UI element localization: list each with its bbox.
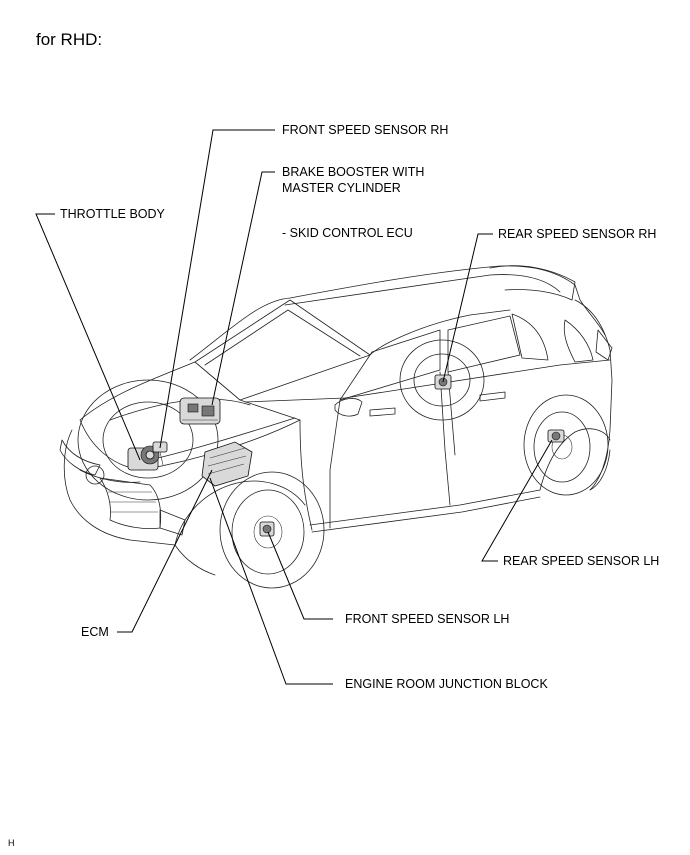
rear-left-wheel — [523, 394, 609, 496]
brake-booster-part — [179, 397, 221, 425]
leader-front-speed-sensor-rh — [159, 129, 275, 449]
corner-mark: H — [8, 838, 15, 848]
engine-room-junction-block-part — [201, 441, 253, 487]
rear-speed-sensor-lh-part — [547, 429, 565, 443]
rear-right-wheel-ghost — [399, 339, 485, 421]
front-right-wheel-ghost — [77, 379, 219, 501]
leader-brake-booster — [211, 171, 275, 406]
label-throttle-body: THROTTLE BODY — [60, 207, 165, 221]
leader-ecm — [117, 469, 213, 633]
label-brake-booster-line1: BRAKE BOOSTER WITH — [282, 165, 425, 179]
leader-front-speed-sensor-lh — [267, 531, 333, 620]
label-ecm: ECM — [81, 625, 109, 639]
front-speed-sensor-lh-part — [259, 521, 275, 537]
label-front-speed-sensor-lh: FRONT SPEED SENSOR LH — [345, 612, 510, 626]
leader-rear-speed-sensor-rh — [442, 233, 493, 383]
label-front-speed-sensor-rh: FRONT SPEED SENSOR RH — [282, 123, 449, 137]
label-engine-room-junction-block: ENGINE ROOM JUNCTION BLOCK — [345, 677, 548, 691]
leader-rear-speed-sensor-lh — [481, 439, 553, 562]
car-outline — [59, 265, 613, 576]
label-rear-speed-sensor-rh: REAR SPEED SENSOR RH — [498, 227, 657, 241]
label-rear-speed-sensor-lh: REAR SPEED SENSOR LH — [503, 554, 660, 568]
page-heading: for RHD: — [36, 30, 103, 49]
leader-engine-room-junction-block — [209, 477, 333, 685]
label-skid-control-ecu: - SKID CONTROL ECU — [282, 226, 413, 240]
label-brake-booster-line2: MASTER CYLINDER — [282, 181, 401, 195]
front-left-wheel — [219, 471, 325, 589]
leader-lines — [35, 129, 553, 685]
leader-throttle-body — [35, 213, 141, 461]
